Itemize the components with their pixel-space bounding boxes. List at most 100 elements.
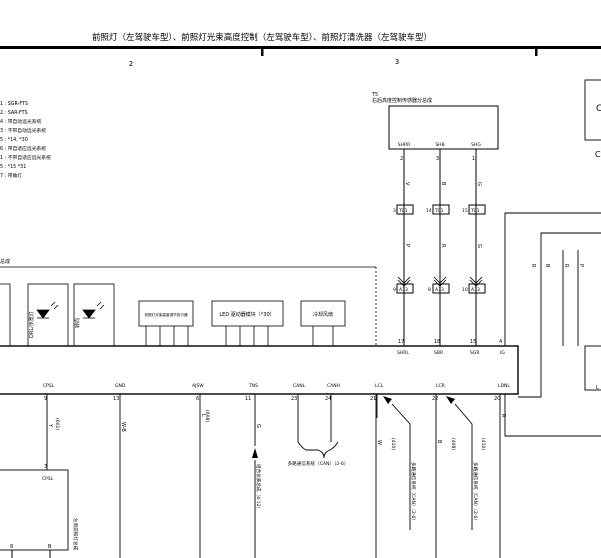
sensor-pin-numbers: 2 3 1 <box>400 156 475 162</box>
right-wire-colors: R B R P <box>530 264 584 268</box>
connector-tc1: 3 TC1 14 TC1 15 TC1 <box>393 204 486 215</box>
section-tick-1 <box>261 46 264 56</box>
mpx-left-label: 多路通信系统（CAN）（2-6） <box>410 462 417 523</box>
legend-note: 1 : SGR-FTS <box>0 101 28 107</box>
svg-text:21: 21 <box>370 396 376 402</box>
ecu-bottom-pin-names: CPSL GND AJSW TNS CANL CANH LCL LCR LDNL <box>43 383 510 389</box>
svg-text:(601): (601) <box>54 418 60 430</box>
legend-note: 7 : 带角灯 <box>0 172 22 179</box>
svg-text:1: 1 <box>472 156 475 162</box>
legend-note: 1 : 不带自适应远光系统 <box>0 154 51 161</box>
right-box-text2: C <box>595 150 601 159</box>
fan-label: 冷却风扇 <box>313 311 333 318</box>
header-bar <box>0 46 601 49</box>
sensor-wires <box>403 149 477 346</box>
sensor-wire-colors: V B G <box>404 182 482 186</box>
svg-text:(410): (410) <box>480 438 486 450</box>
svg-text:CPSL: CPSL <box>43 383 55 389</box>
svg-text:18: 18 <box>434 339 440 345</box>
svg-text:P: P <box>578 264 584 267</box>
svg-text:SGR: SGR <box>470 350 479 356</box>
svg-text:CANH: CANH <box>327 383 340 389</box>
svg-text:GND: GND <box>115 383 126 389</box>
svg-text:(408): (408) <box>450 438 456 450</box>
svg-text:A33: A33 <box>471 287 480 293</box>
svg-text:TC1: TC1 <box>470 208 480 214</box>
svg-text:6: 6 <box>196 396 199 402</box>
svg-text:4: 4 <box>499 339 502 345</box>
bottom-left-component <box>0 469 69 551</box>
svg-text:23: 23 <box>291 396 297 402</box>
led-driver-label: LED 驱动器模块（*30） <box>219 311 274 318</box>
drl-lamp-module <box>0 283 115 347</box>
ecu-right-pin-names: SHRL SBR SGR IG <box>397 350 505 356</box>
legend-note: 5 : *15 *31 <box>0 164 26 170</box>
svg-text:Y: Y <box>47 423 53 428</box>
svg-text:A33: A33 <box>399 287 408 293</box>
mpx-right-label: 多路通信系统（CAN）（2-6） <box>472 462 479 523</box>
svg-text:G: G <box>476 182 482 186</box>
svg-text:9: 9 <box>393 287 396 293</box>
legend-note: 2 : SAR-FTS <box>0 110 28 116</box>
diagram-title: 前照灯（左驾驶车型）、前照灯光束高度控制（左驾驶车型）、前照灯清洗器（左驾驶车型… <box>92 32 432 43</box>
svg-text:3: 3 <box>436 156 439 162</box>
legend-note: 3 : 不带自动远光系统 <box>0 127 46 134</box>
svg-text:L: L <box>200 414 206 417</box>
svg-text:G: G <box>255 424 261 428</box>
tns-arrow <box>252 448 258 458</box>
bottom-pin: B <box>48 544 52 550</box>
svg-text:14: 14 <box>426 208 432 214</box>
sensor-id: T5 <box>371 92 378 98</box>
svg-text:15: 15 <box>470 339 476 345</box>
legend-note: 5 : *14, *30 <box>0 137 28 143</box>
svg-text:SHRL: SHRL <box>397 350 409 356</box>
svg-text:P: P <box>404 244 410 247</box>
svg-text:TC1: TC1 <box>398 208 408 214</box>
bottom-wires <box>46 394 501 558</box>
sensor-pin-name: SHG <box>471 142 481 148</box>
svg-text:2: 2 <box>400 156 403 162</box>
drl-label: DRL/示宽灯 <box>28 311 35 338</box>
legend-note: 4 : 带自动远光系统 <box>0 118 41 125</box>
ecu-bottom-pin-numbers: 9 13 6 11 23 24 21 22 20 <box>44 396 500 402</box>
right-box-text: C <box>596 104 601 114</box>
svg-text:IG: IG <box>500 350 505 356</box>
svg-text:9: 9 <box>44 396 47 402</box>
svg-text:17: 17 <box>398 339 404 345</box>
bottom-pin: 8 <box>10 544 13 550</box>
svg-text:R: R <box>563 264 569 268</box>
svg-text:B: B <box>440 182 446 186</box>
svg-text:24: 24 <box>325 396 331 402</box>
bottom-wire-colors: Y W-B L G W B R <box>47 414 506 445</box>
bottom-wire-codes: (601) (608) (410) (408) (410) <box>54 410 486 450</box>
section-tick-2 <box>535 46 538 56</box>
ecu-right-pin-numbers: 17 18 15 4 <box>398 339 502 345</box>
sensor-name: 右后高度控制传感器分总成 <box>372 97 432 104</box>
svg-text:13: 13 <box>113 396 119 402</box>
svg-text:11: 11 <box>245 396 251 402</box>
svg-text:A33: A33 <box>435 287 444 293</box>
svg-text:B: B <box>436 440 442 444</box>
svg-text:LCR: LCR <box>436 383 445 389</box>
svg-text:3: 3 <box>393 208 396 214</box>
svg-text:W: W <box>376 440 382 445</box>
svg-text:15: 15 <box>462 208 468 214</box>
turn-label: 转向 <box>74 318 81 328</box>
sensor-pin-name: SHRR <box>398 142 411 148</box>
legend-notes: 1 : SGR-FTS 2 : SAR-FTS 4 : 带自动远光系统 3 : … <box>0 101 51 179</box>
svg-text:CANL: CANL <box>293 383 306 389</box>
lcl-arrow <box>383 396 392 404</box>
svg-text:TC1: TC1 <box>434 208 444 214</box>
sensor-pin-name: SHB <box>435 142 444 148</box>
connector-a33: 9 A33 8 A33 10 A33 <box>393 276 486 294</box>
ecu-label: 总成 <box>0 258 10 265</box>
section-number-3: 3 <box>395 58 399 66</box>
internal-modules <box>138 300 346 346</box>
svg-text:22: 22 <box>432 396 438 402</box>
svg-text:20: 20 <box>494 396 500 402</box>
instrument-label: 组合仪表总成（4-12） <box>255 464 262 511</box>
svg-text:B: B <box>544 264 550 268</box>
svg-text:AJSW: AJSW <box>192 383 204 389</box>
svg-text:SBR: SBR <box>434 350 443 356</box>
